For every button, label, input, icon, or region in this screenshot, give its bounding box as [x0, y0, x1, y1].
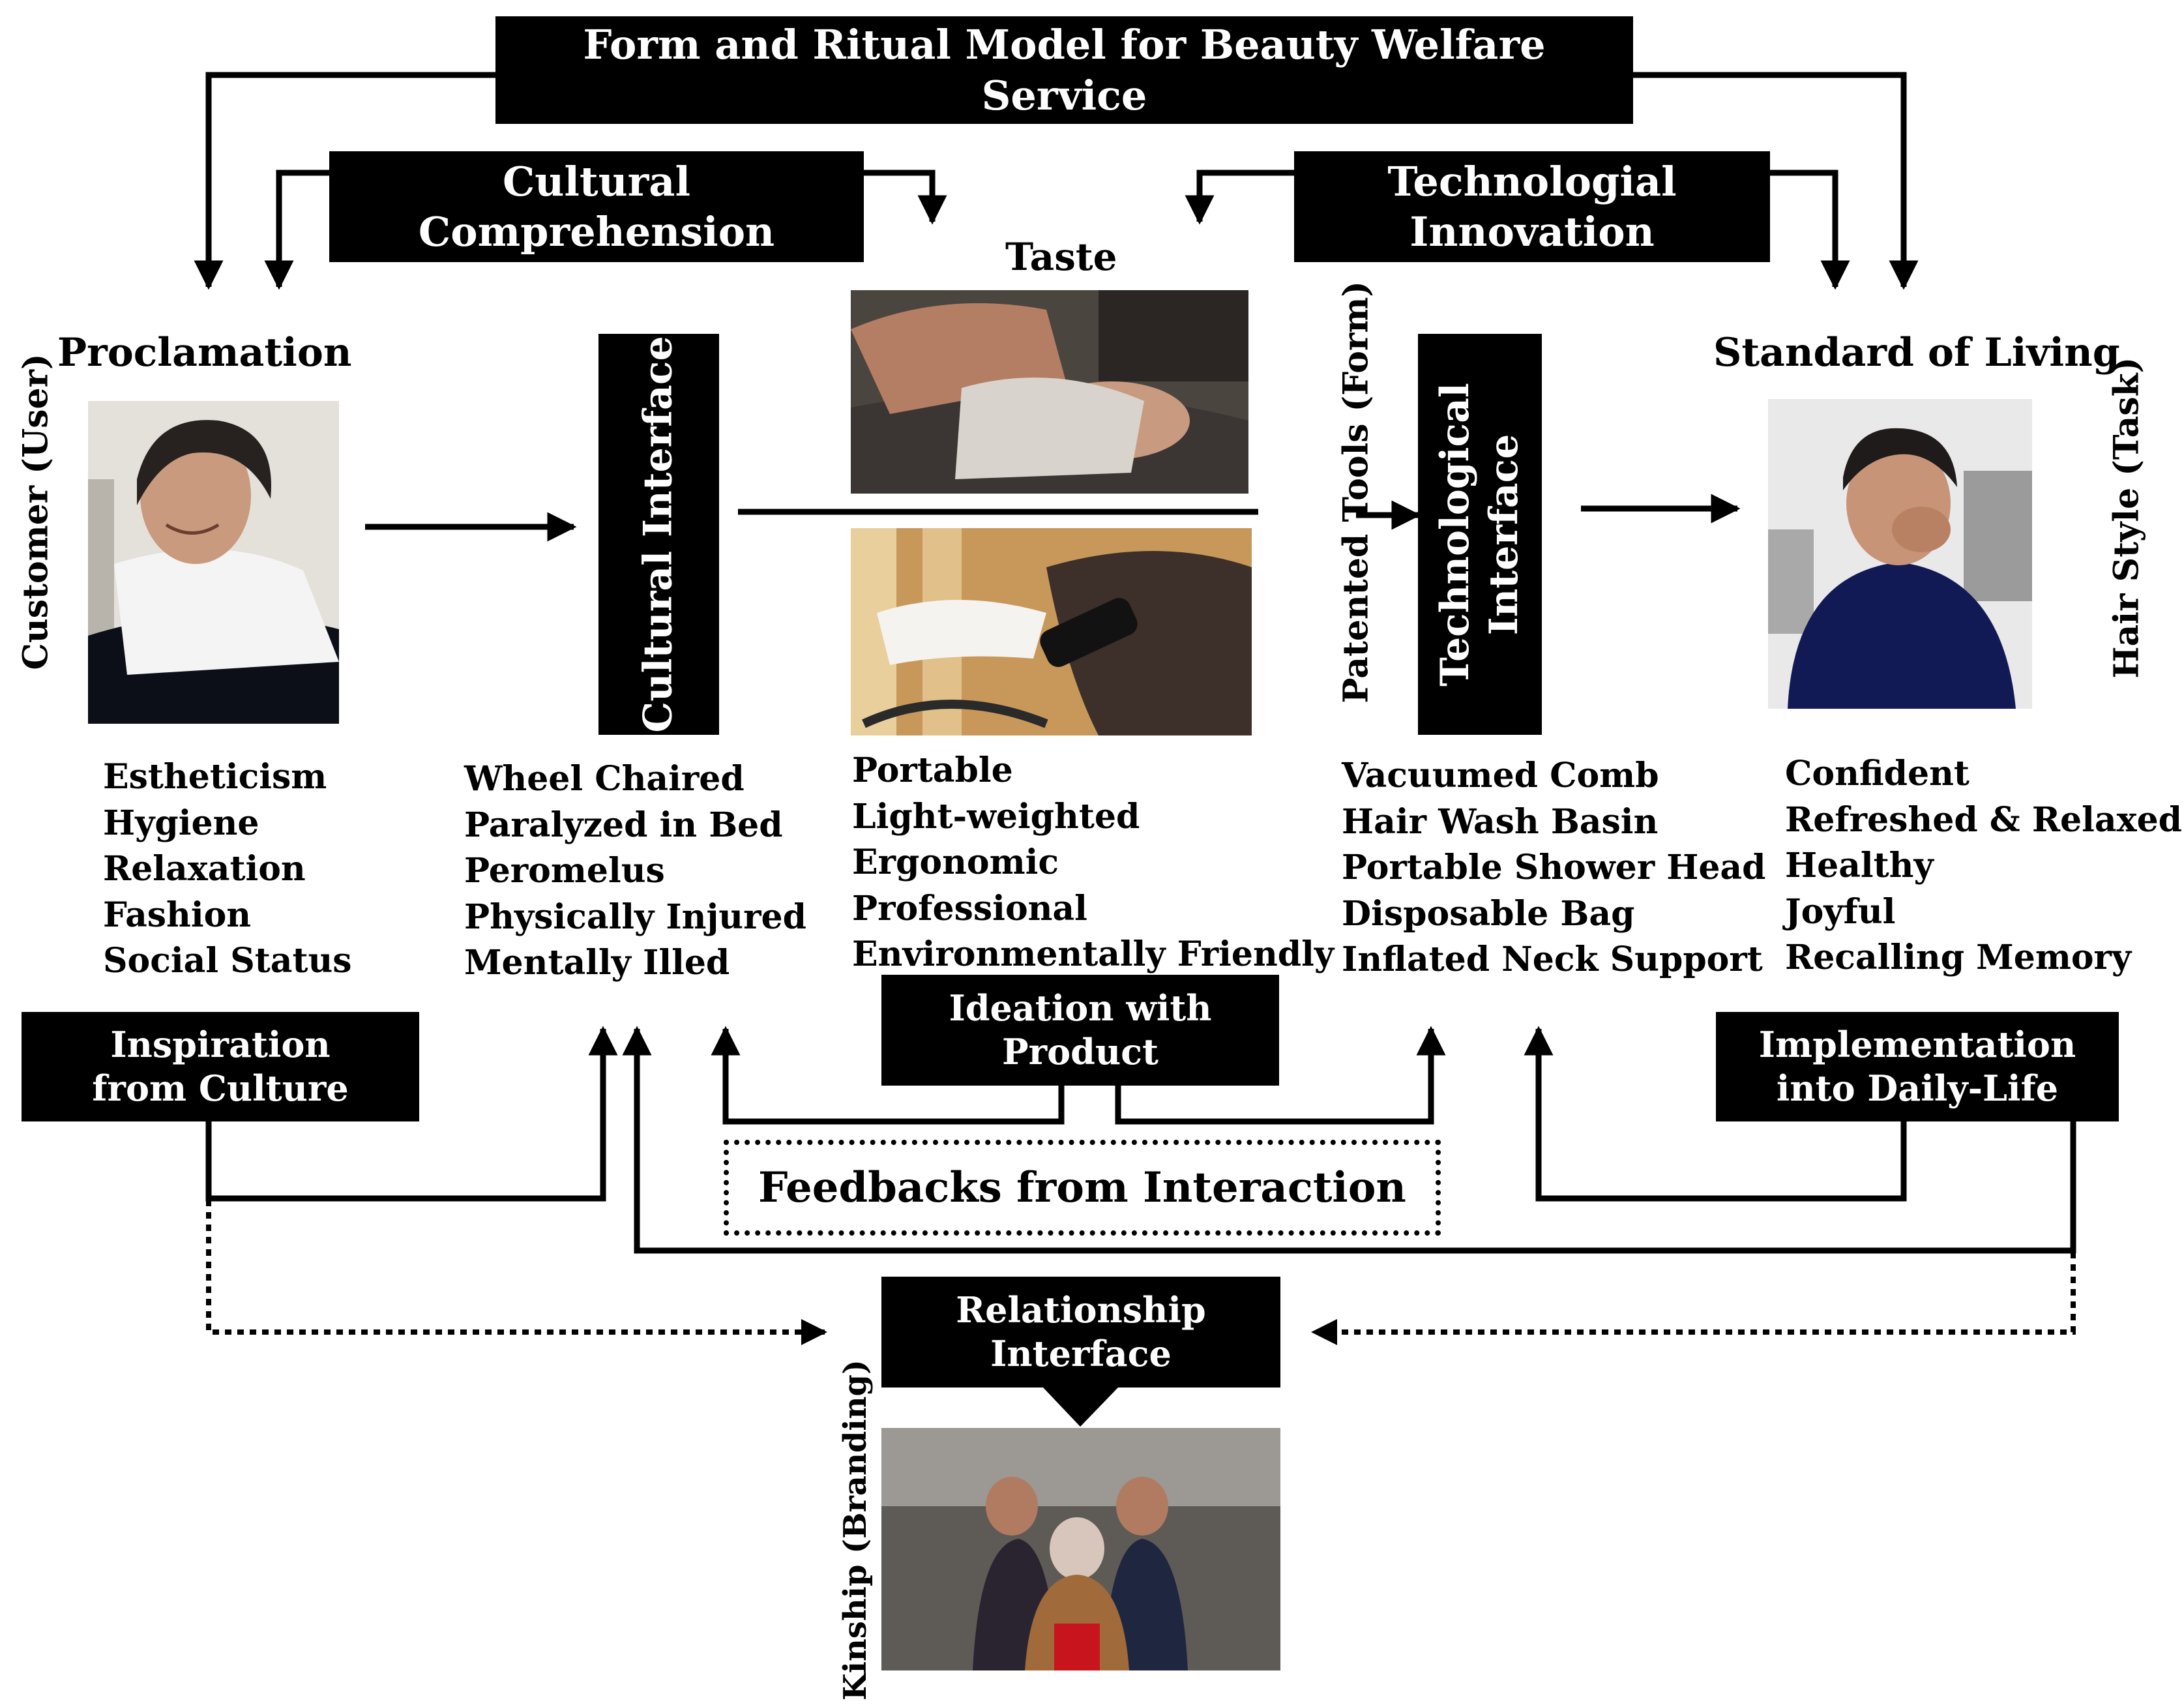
arrow-ideation-to-technological-items: [1115, 1026, 1446, 1125]
cultural-interface-box: Cultural Interface: [598, 334, 719, 735]
implementation-into-daily-life-box: Implementation into Daily-Life: [1716, 1012, 2119, 1121]
patented-tools-label: Patented Tools (Form): [1336, 281, 1376, 704]
list-item: Portable Shower Head: [1342, 848, 1766, 887]
arrow-technological-innovation-to-standard: [1770, 170, 1850, 290]
arrow-ideation-to-cultural-items: [711, 1026, 1065, 1125]
kinship-branding-label: Kinship (Branding): [837, 1359, 874, 1700]
customer-photo: [88, 401, 339, 724]
list-item: Portable: [852, 750, 1013, 790]
arrow-technological-innovation-to-taste: [1185, 170, 1294, 225]
relationship-interface-box: Relationship Interface: [881, 1277, 1280, 1388]
list-item: Paralyzed in Bed: [464, 805, 783, 845]
taste-list: Portable Light-weighted Ergonomic Profes…: [852, 748, 1334, 978]
list-item: Fashion: [103, 895, 252, 935]
arrow-title-to-proclamation: [194, 72, 495, 290]
list-item: Mentally Illed: [464, 943, 730, 983]
list-item: Joyful: [1785, 891, 1896, 932]
inspiration-from-culture-box: Inspiration from Culture: [22, 1012, 419, 1121]
technological-interface-label: Technological Interface: [1432, 382, 1527, 687]
standard-of-living-header: Standard of Living: [1713, 330, 2120, 376]
feedbacks-from-interaction-label: Feedbacks from Interaction: [758, 1163, 1406, 1212]
taste-header: Taste: [1005, 235, 1117, 279]
list-item: Environmentally Friendly: [852, 934, 1335, 974]
arrow-cultural-comprehension-to-taste: [864, 170, 947, 225]
arrow-title-to-standard-of-living: [1633, 72, 1919, 290]
list-item: Wheel Chaired: [464, 759, 745, 799]
list-item: Healthy: [1785, 846, 1934, 885]
kinship-photo: [881, 1428, 1280, 1670]
cultural-interface-label: Cultural Interface: [636, 336, 682, 733]
arrow-implementation-to-technological-items: [1524, 1026, 1907, 1202]
technological-innovation-box: Technologial Innovation: [1294, 151, 1770, 262]
taste-photo-bottom: [851, 528, 1252, 735]
standard-of-living-photo: [1768, 399, 2032, 709]
elderly-woman-salon-image: [88, 401, 339, 724]
list-item: Refreshed & Relaxed: [1785, 799, 2183, 840]
proclamation-list: Estheticism Hygiene Relaxation Fashion S…: [103, 754, 352, 985]
smiling-elderly-woman-image: [1768, 399, 2032, 709]
taste-photo-top: [851, 290, 1248, 494]
technological-interface-list: Vacuumed Comb Hair Wash Basin Portable S…: [1342, 753, 1765, 983]
list-item: Inflated Neck Support: [1342, 940, 1763, 979]
list-item: Vacuumed Comb: [1342, 756, 1659, 795]
list-item: Ergonomic: [852, 842, 1059, 882]
list-item: Confident: [1785, 754, 1970, 794]
hair-washing-image: [851, 290, 1248, 494]
hair-drying-image: [851, 528, 1252, 735]
hair-style-task-label: Hair Style (Task): [2106, 357, 2147, 679]
list-item: Physically Injured: [464, 897, 806, 937]
list-item: Hygiene: [103, 803, 259, 843]
dotted-arrow-implementation-to-relationship: [1311, 1252, 2076, 1345]
technological-interface-box: Technological Interface: [1418, 334, 1542, 735]
feedbacks-from-interaction-box: Feedbacks from Interaction: [724, 1140, 1441, 1236]
list-item: Hair Wash Basin: [1342, 801, 1659, 842]
family-group-image: [881, 1428, 1280, 1670]
cultural-comprehension-box: Cultural Comprehension: [329, 151, 864, 262]
standard-of-living-list: Confident Refreshed & Relaxed Healthy Jo…: [1785, 751, 2182, 981]
list-item: Recalling Memory: [1785, 938, 2132, 977]
arrow-inspiration-to-cultural-interface: [205, 1026, 618, 1202]
list-item: Social Status: [103, 941, 352, 981]
proclamation-header: Proclamation: [57, 330, 352, 376]
list-item: Disposable Bag: [1342, 893, 1635, 934]
ideation-with-product-box: Ideation with Product: [881, 975, 1279, 1086]
list-item: Professional: [852, 888, 1087, 928]
cultural-interface-list: Wheel Chaired Paralyzed in Bed Peromelus…: [464, 756, 806, 987]
arrow-relationship-to-kinship: [1043, 1388, 1118, 1427]
customer-user-label: Customer (User): [16, 353, 56, 670]
arrow-cultural-comprehension-to-proclamation: [264, 170, 329, 290]
list-item: Light-weighted: [852, 796, 1140, 837]
list-item: Estheticism: [103, 757, 327, 797]
list-item: Relaxation: [103, 849, 306, 889]
list-item: Peromelus: [464, 851, 665, 891]
model-title: Form and Ritual Model for Beauty Welfare…: [495, 16, 1633, 124]
arrow-implementation-to-cultural-interface: [622, 1026, 2076, 1254]
